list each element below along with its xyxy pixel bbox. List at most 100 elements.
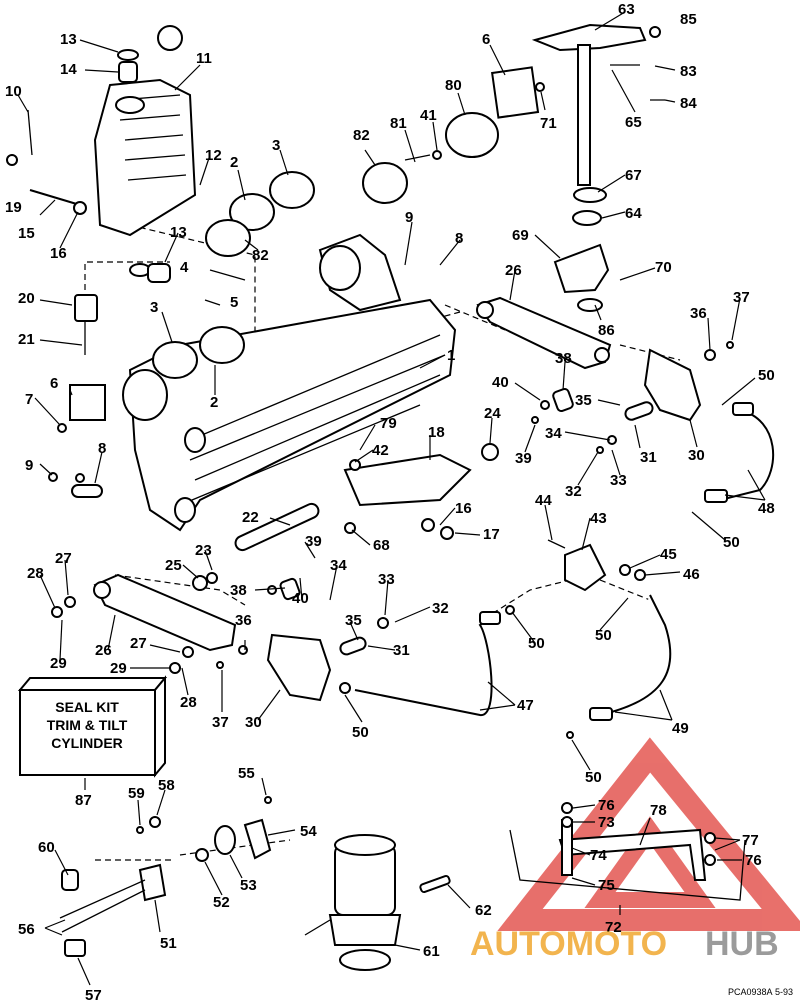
callout-12: 12 <box>205 147 222 164</box>
callout-79: 79 <box>380 415 397 432</box>
callout-52: 52 <box>213 894 230 911</box>
callout-23: 23 <box>195 542 212 559</box>
callout-32: 32 <box>432 600 449 617</box>
callout-2: 2 <box>210 394 218 411</box>
callout-29: 29 <box>110 660 127 677</box>
callout-76: 76 <box>745 852 762 869</box>
callout-29: 29 <box>50 655 67 672</box>
callout-16: 16 <box>50 245 67 262</box>
callout-73: 73 <box>598 814 615 831</box>
callout-34: 34 <box>330 557 347 574</box>
callout-60: 60 <box>38 839 55 856</box>
callout-43: 43 <box>590 510 607 527</box>
callout-50: 50 <box>352 724 369 741</box>
callout-27: 27 <box>130 635 147 652</box>
callout-59: 59 <box>128 785 145 802</box>
seal-kit-line-2: TRIM & TILT <box>47 717 128 733</box>
callout-35: 35 <box>345 612 362 629</box>
callout-45: 45 <box>660 546 677 563</box>
seal-rings-part <box>129 171 315 379</box>
callout-39: 39 <box>515 450 532 467</box>
callout-48: 48 <box>758 500 775 517</box>
rod-22-part <box>206 502 320 584</box>
tilt-cylinder-lower-part <box>51 573 237 674</box>
callout-41: 41 <box>420 107 437 124</box>
bottom-left-parts <box>59 796 272 957</box>
callout-71: 71 <box>540 115 557 132</box>
pins-middle-parts <box>481 387 654 461</box>
callout-49: 49 <box>672 720 689 737</box>
callout-85: 85 <box>680 11 697 28</box>
callout-10: 10 <box>5 83 22 100</box>
callout-84: 84 <box>680 95 697 112</box>
callout-15: 15 <box>18 225 35 242</box>
callout-56: 56 <box>18 921 35 938</box>
callout-36: 36 <box>690 305 707 322</box>
callout-67: 67 <box>625 167 642 184</box>
bracket-lower-part <box>216 577 389 702</box>
callout-6: 6 <box>482 31 490 48</box>
callout-26: 26 <box>95 642 112 659</box>
callout-3: 3 <box>150 299 158 316</box>
callout-50: 50 <box>723 534 740 551</box>
callout-69: 69 <box>512 227 529 244</box>
seal-kit-line-1: SEAL KIT <box>55 699 119 715</box>
callout-34: 34 <box>545 425 562 442</box>
callout-63: 63 <box>618 1 635 18</box>
top-centre-parts <box>362 66 545 204</box>
callout-68: 68 <box>373 537 390 554</box>
callout-33: 33 <box>610 472 627 489</box>
callout-42: 42 <box>372 442 389 459</box>
callout-9: 9 <box>405 209 413 226</box>
callout-47: 47 <box>517 697 534 714</box>
callout-40: 40 <box>492 374 509 391</box>
callout-9: 9 <box>25 457 33 474</box>
hose-48-part <box>704 402 774 503</box>
callout-28: 28 <box>27 565 44 582</box>
callout-86: 86 <box>598 322 615 339</box>
tilt-cylinder-upper-part <box>476 296 612 370</box>
bracket-upper-part <box>643 341 734 422</box>
callout-38: 38 <box>230 582 247 599</box>
callout-50: 50 <box>528 635 545 652</box>
callout-30: 30 <box>688 447 705 464</box>
callout-32: 32 <box>565 483 582 500</box>
callout-78: 78 <box>650 802 667 819</box>
callout-37: 37 <box>733 289 750 306</box>
hose-47-part <box>339 605 515 716</box>
callout-50: 50 <box>758 367 775 384</box>
callout-18: 18 <box>428 424 445 441</box>
callout-46: 46 <box>683 566 700 583</box>
callout-70: 70 <box>655 259 672 276</box>
cap-part <box>117 25 183 83</box>
watermark-text-part1: AUTOMOTO <box>470 925 667 963</box>
callout-65: 65 <box>625 114 642 131</box>
callout-17: 17 <box>483 526 500 543</box>
callout-27: 27 <box>55 550 72 567</box>
callout-16: 16 <box>455 500 472 517</box>
callout-50: 50 <box>585 769 602 786</box>
callout-57: 57 <box>85 987 102 1003</box>
callout-6: 6 <box>50 375 58 392</box>
callout-8: 8 <box>98 440 106 457</box>
callout-55: 55 <box>238 765 255 782</box>
callout-53: 53 <box>240 877 257 894</box>
figure-date: 5-93 <box>775 987 793 997</box>
callout-24: 24 <box>484 405 501 422</box>
seal-kit-box <box>17 675 168 778</box>
callout-31: 31 <box>393 642 410 659</box>
callout-82: 82 <box>252 247 269 264</box>
callout-81: 81 <box>390 115 407 132</box>
callout-28: 28 <box>180 694 197 711</box>
callout-31: 31 <box>640 449 657 466</box>
callout-1: 1 <box>447 347 455 364</box>
callout-14: 14 <box>60 61 77 78</box>
callout-36: 36 <box>235 612 252 629</box>
callout-11: 11 <box>196 50 212 67</box>
figure-code: PCA0938A <box>728 987 773 997</box>
callout-82: 82 <box>353 127 370 144</box>
callout-5: 5 <box>230 294 238 311</box>
callout-87: 87 <box>75 792 92 809</box>
callout-39: 39 <box>305 533 322 550</box>
callout-80: 80 <box>445 77 462 94</box>
